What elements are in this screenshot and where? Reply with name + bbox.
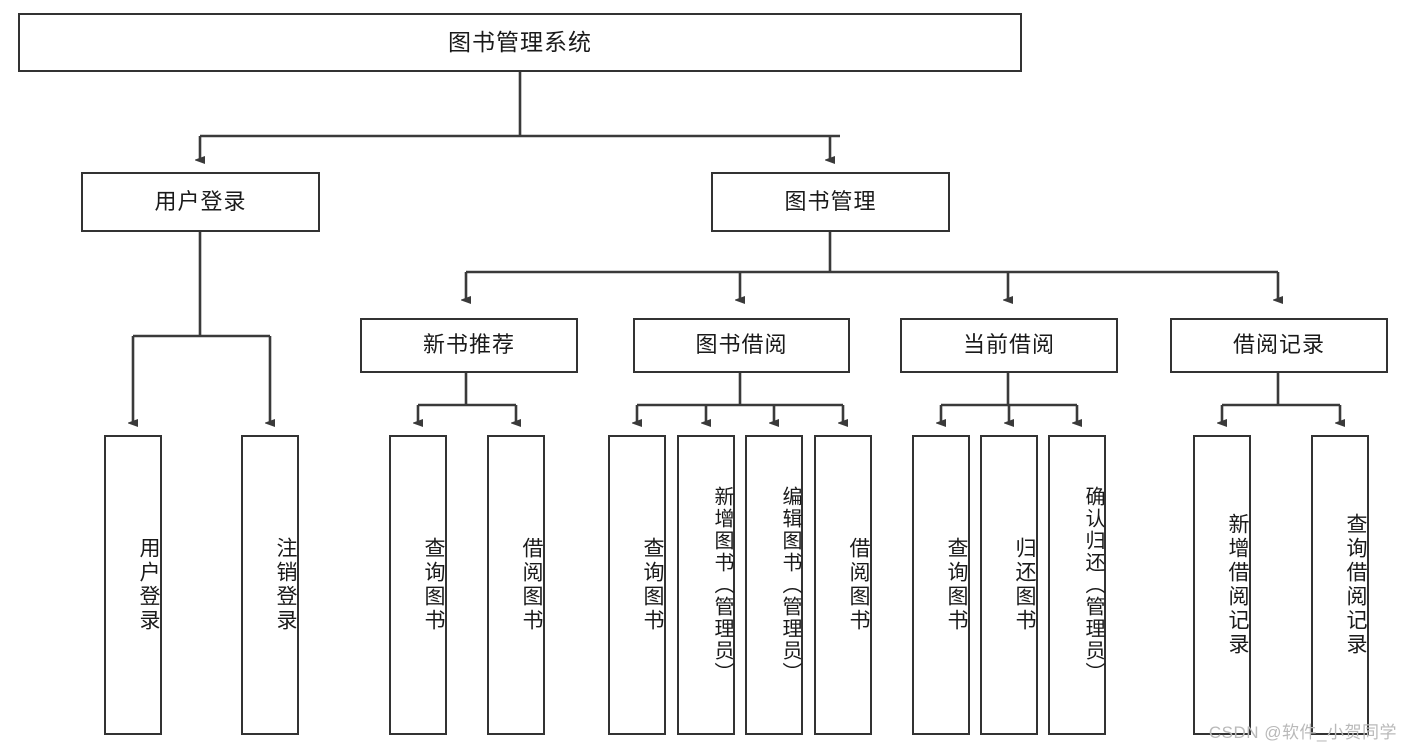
node-current-borrow[interactable]: 当前借阅 bbox=[900, 318, 1118, 373]
leaf-return-book[interactable]: 归还图书 bbox=[980, 435, 1038, 735]
leaf-logout[interactable]: 注销登录 bbox=[241, 435, 299, 735]
node-new-book-recommend[interactable]: 新书推荐 bbox=[360, 318, 578, 373]
leaf-query-book-recommend[interactable]: 查询图书 bbox=[389, 435, 447, 735]
watermark-text: CSDN @软件_小贺同学 bbox=[1208, 723, 1397, 742]
leaf-query-book-borrow[interactable]: 查询图书 bbox=[608, 435, 666, 735]
node-user-login[interactable]: 用户登录 bbox=[81, 172, 320, 232]
node-root-system[interactable]: 图书管理系统 bbox=[18, 13, 1022, 72]
leaf-borrow-book[interactable]: 借阅图书 bbox=[814, 435, 872, 735]
leaf-user-login[interactable]: 用户登录 bbox=[104, 435, 162, 735]
leaf-confirm-return-admin[interactable]: 确认归还（管理员） bbox=[1048, 435, 1106, 735]
leaf-query-borrow-record[interactable]: 查询借阅记录 bbox=[1311, 435, 1369, 735]
node-borrow-record[interactable]: 借阅记录 bbox=[1170, 318, 1388, 373]
node-book-borrow[interactable]: 图书借阅 bbox=[633, 318, 850, 373]
leaf-borrow-book-recommend[interactable]: 借阅图书 bbox=[487, 435, 545, 735]
node-book-management[interactable]: 图书管理 bbox=[711, 172, 950, 232]
leaf-edit-book-admin[interactable]: 编辑图书（管理员） bbox=[745, 435, 803, 735]
leaf-add-book-admin[interactable]: 新增图书（管理员） bbox=[677, 435, 735, 735]
leaf-add-borrow-record[interactable]: 新增借阅记录 bbox=[1193, 435, 1251, 735]
leaf-query-book-current[interactable]: 查询图书 bbox=[912, 435, 970, 735]
